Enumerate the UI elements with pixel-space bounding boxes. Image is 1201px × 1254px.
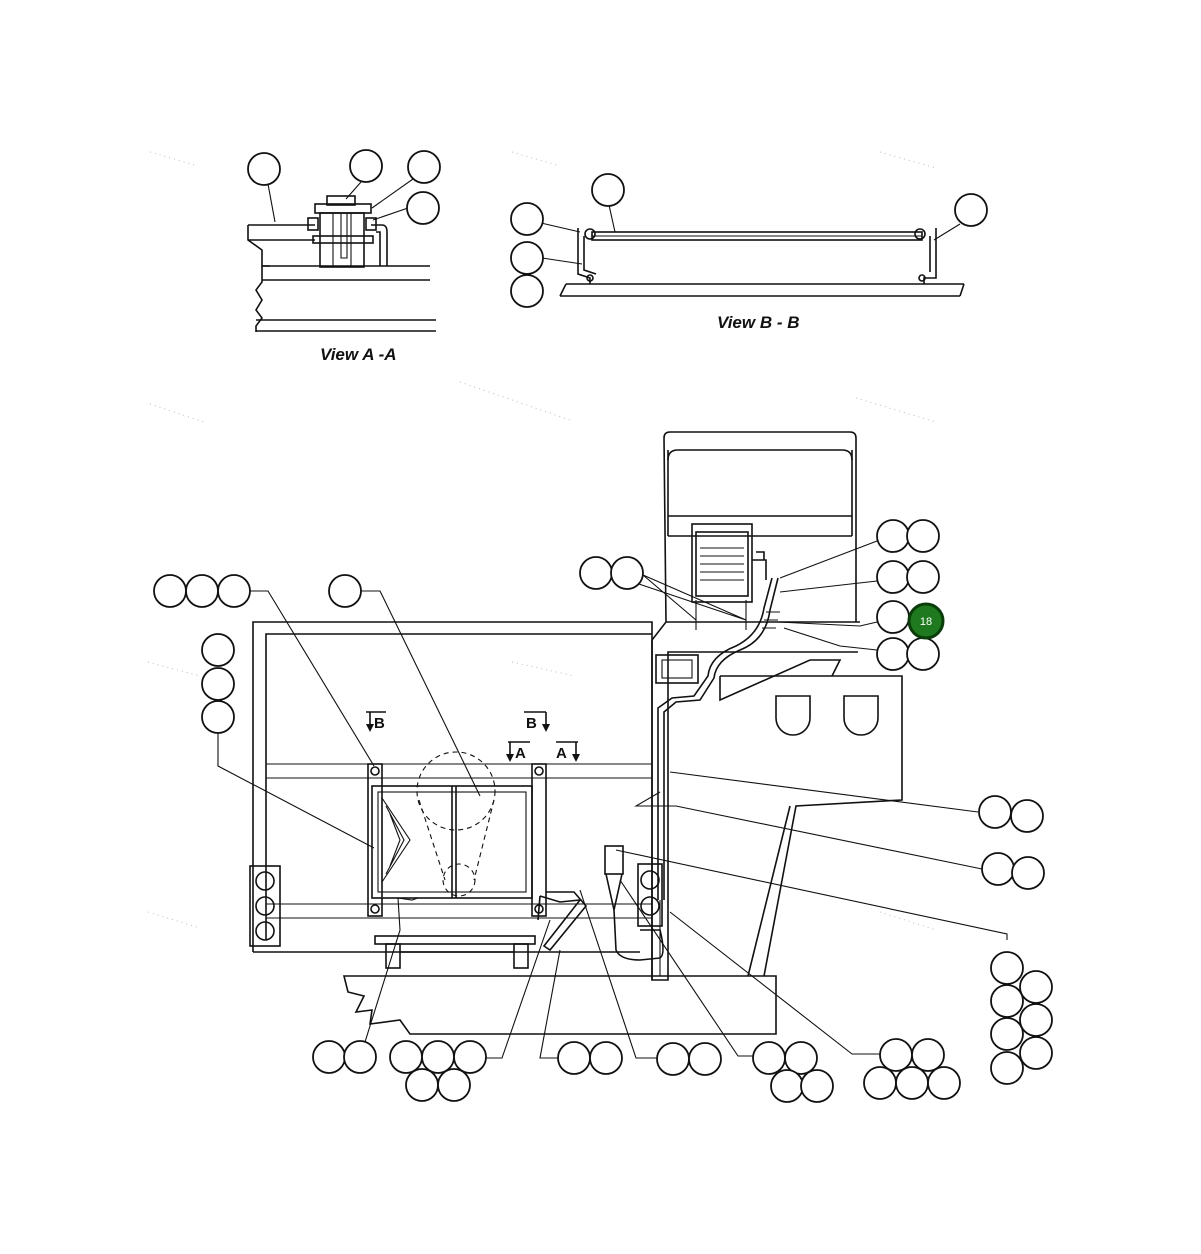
callout-balloon[interactable] (201, 667, 235, 701)
callout-balloon[interactable] (591, 173, 625, 207)
callout-balloon[interactable] (1011, 856, 1045, 890)
callout-balloon[interactable] (328, 574, 362, 608)
callout-balloon[interactable] (610, 556, 644, 590)
callout-balloon[interactable] (906, 637, 940, 671)
section-mark-a-right: A (556, 745, 567, 762)
callout-balloon[interactable] (201, 700, 235, 734)
callout-balloon[interactable] (990, 1051, 1024, 1085)
callout-balloon[interactable] (312, 1040, 346, 1074)
callout-balloon[interactable] (510, 241, 544, 275)
callout-balloon[interactable] (453, 1040, 487, 1074)
callout-18-circle[interactable] (907, 602, 945, 640)
callout-balloon[interactable] (876, 600, 910, 634)
callout-balloon[interactable] (217, 574, 251, 608)
callout-balloon[interactable] (978, 795, 1012, 829)
view-a-drawing (247, 178, 436, 332)
main-assembly-drawing: B B A A (249, 431, 903, 1035)
callout-balloon[interactable] (906, 560, 940, 594)
section-mark-b-right: B (526, 715, 537, 732)
callout-balloon[interactable] (405, 1068, 439, 1102)
section-mark-a-left: A (515, 745, 526, 762)
callout-18-highlighted[interactable]: 18 (907, 602, 945, 640)
callout-balloon[interactable] (770, 1069, 804, 1103)
callout-balloon[interactable] (579, 556, 613, 590)
callout-balloon[interactable] (990, 951, 1024, 985)
callout-balloon[interactable] (876, 560, 910, 594)
callout-balloon[interactable] (510, 202, 544, 236)
callout-balloon[interactable] (911, 1038, 945, 1072)
callout-balloon[interactable] (688, 1042, 722, 1076)
callout-balloon[interactable] (876, 519, 910, 553)
callout-balloon[interactable] (557, 1041, 591, 1075)
callout-balloon[interactable] (800, 1069, 834, 1103)
callout-balloon[interactable] (589, 1041, 623, 1075)
callout-balloon[interactable] (407, 150, 441, 184)
view-b-drawing (540, 204, 965, 297)
scan-noise (147, 151, 937, 931)
callout-balloon[interactable] (1019, 970, 1053, 1004)
callout-balloon[interactable] (876, 637, 910, 671)
leader-lines (217, 540, 1008, 1059)
callout-balloon[interactable] (863, 1066, 897, 1100)
callout-balloon[interactable] (954, 193, 988, 227)
callout-balloon[interactable] (895, 1066, 929, 1100)
view-a-caption: View A -A (320, 345, 397, 364)
callout-balloon[interactable] (1010, 799, 1044, 833)
callout-balloon[interactable] (343, 1040, 377, 1074)
view-b-caption: View B - B (717, 313, 800, 332)
callout-balloon[interactable] (1019, 1003, 1053, 1037)
callout-18-label: 18 (920, 616, 932, 628)
callout-balloon[interactable] (981, 852, 1015, 886)
callout-balloon[interactable] (185, 574, 219, 608)
callout-balloon[interactable] (784, 1041, 818, 1075)
callout-balloon[interactable] (510, 274, 544, 308)
callout-balloon[interactable] (1019, 1036, 1053, 1070)
callout-balloon[interactable] (990, 1017, 1024, 1051)
callout-balloon[interactable] (421, 1040, 455, 1074)
callout-balloon[interactable] (389, 1040, 423, 1074)
callout-balloon[interactable] (153, 574, 187, 608)
callout-balloon[interactable] (879, 1038, 913, 1072)
callout-balloon[interactable] (752, 1041, 786, 1075)
callout-balloon[interactable] (349, 149, 383, 183)
section-mark-b-left: B (374, 715, 385, 732)
callout-balloon[interactable] (201, 633, 235, 667)
callout-balloon[interactable] (927, 1066, 961, 1100)
callout-balloon[interactable] (906, 519, 940, 553)
callout-balloon[interactable] (437, 1068, 471, 1102)
callout-group (153, 149, 1053, 1103)
callout-balloon[interactable] (990, 984, 1024, 1018)
callout-balloon[interactable] (656, 1042, 690, 1076)
callout-balloon[interactable] (406, 191, 440, 225)
callout-balloon[interactable] (247, 152, 281, 186)
